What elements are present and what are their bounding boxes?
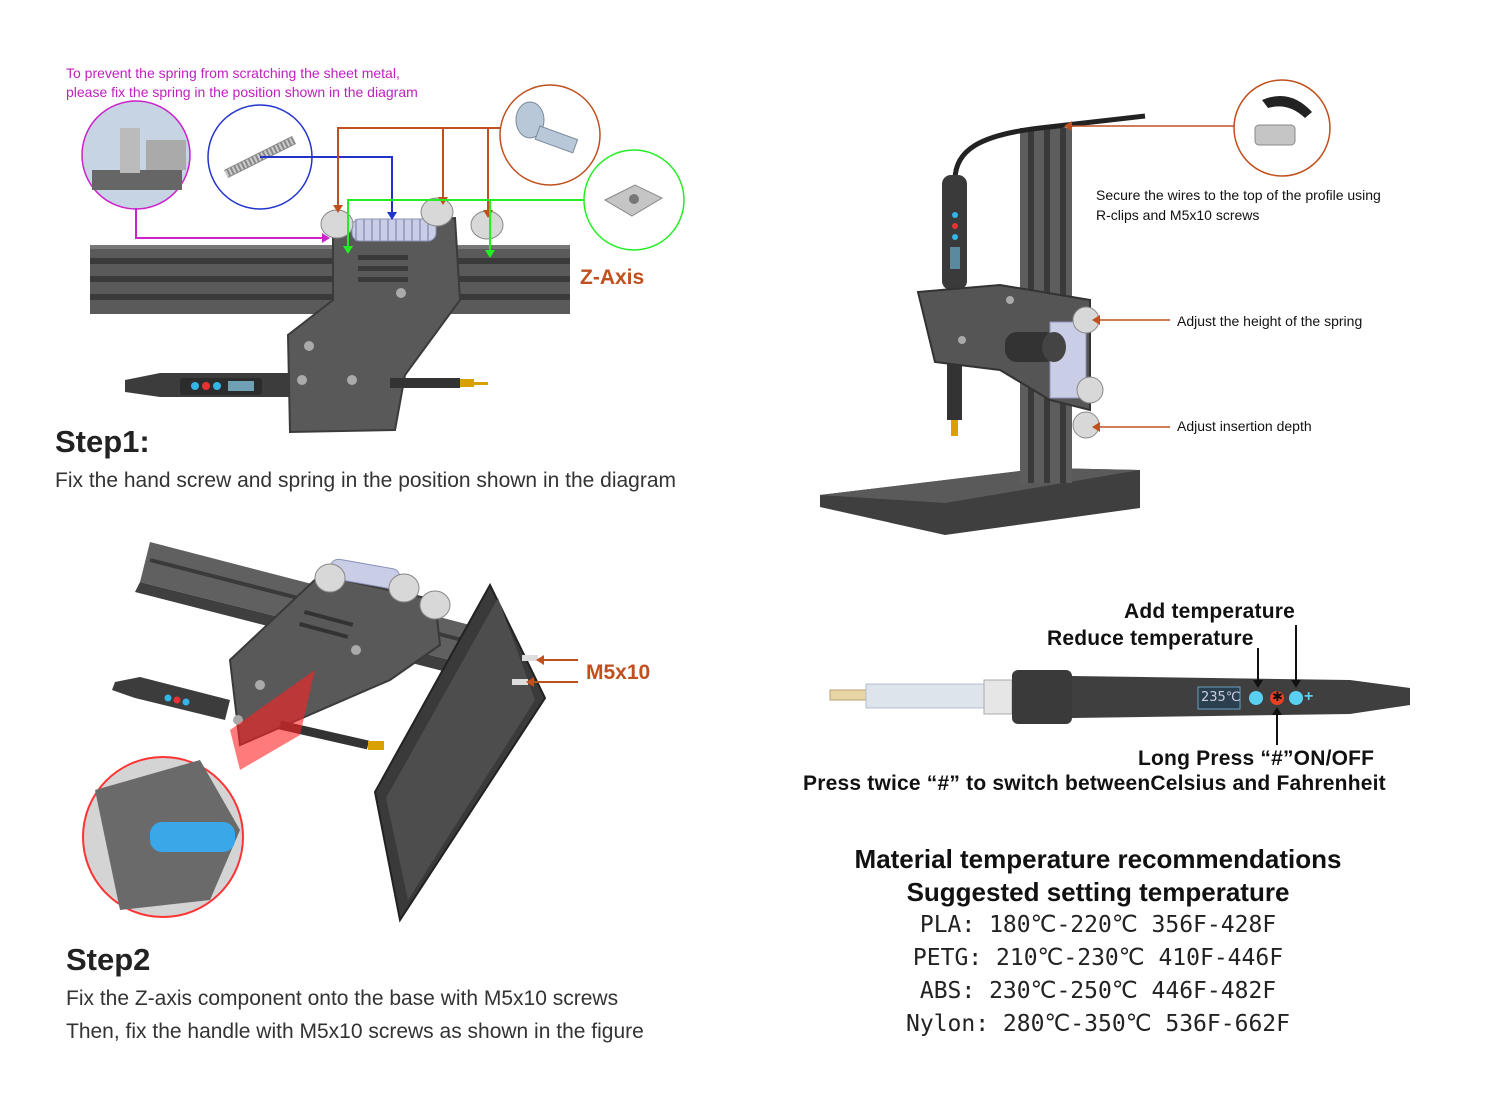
wires-callout-line2: R-clips and M5x10 screws — [1096, 207, 1260, 223]
z-axis-plate — [286, 216, 462, 434]
wires-callout-line1: Secure the wires to the top of the profi… — [1096, 187, 1381, 203]
r-clip-part-circle — [1233, 79, 1331, 177]
stand-base — [820, 468, 1140, 535]
base-plate — [373, 582, 547, 923]
reduce-temperature-label: Reduce temperature — [1047, 627, 1254, 650]
temperature-row-pla: PLA: 180℃-220℃ 356F-428F — [919, 912, 1277, 938]
temperature-row-nylon: Nylon: 280℃-350℃ 536F-662F — [906, 1011, 1290, 1037]
long-press-label: Long Press “#”ON/OFF — [1138, 747, 1375, 770]
plus-icon: + — [1304, 688, 1314, 705]
handle-tip — [829, 679, 1013, 715]
spring-note-line1: To prevent the spring from scratching th… — [66, 65, 400, 81]
step1-arrows — [135, 127, 584, 258]
handle-body — [1012, 670, 1410, 724]
step1-text: Fix the hand screw and spring in the pos… — [55, 469, 677, 492]
spring-closeup-circle — [81, 100, 191, 210]
hand-screws — [320, 197, 504, 240]
wires-callout: Secure the wires to the top of the profi… — [1096, 185, 1381, 225]
temperature-row-petg: PETG: 210℃-230℃ 410F-446F — [912, 945, 1284, 971]
spring-height-callout: Adjust the height of the spring — [1177, 313, 1363, 329]
red-focus-beam — [230, 670, 315, 770]
step1-diagram — [81, 84, 685, 434]
wire — [952, 113, 1146, 181]
step2-diagram — [82, 542, 578, 923]
t-nut-part-circle — [583, 149, 685, 251]
handle-display: 235℃ — [1201, 690, 1241, 705]
temperature-heading: Material temperature recommendations — [854, 844, 1342, 874]
m5x10-label: M5x10 — [586, 661, 651, 684]
step2-text-line2: Then, fix the handle with M5x10 screws a… — [66, 1020, 644, 1043]
hand-screw-part-circle — [499, 84, 601, 186]
step2-text-line1: Fix the Z-axis component onto the base w… — [66, 987, 619, 1010]
handle-closeup-circle — [82, 756, 244, 918]
hash-button-icon: ✱ — [1272, 689, 1283, 704]
step2-title: Step2 — [66, 942, 151, 977]
step1-title: Step1: — [55, 424, 150, 459]
press-twice-label: Press twice “#” to switch betweenCelsius… — [803, 772, 1386, 795]
stand-pen — [942, 175, 967, 436]
add-temperature-label: Add temperature — [1124, 600, 1296, 623]
temperature-row-abs: ABS: 230℃-250℃ 446F-482F — [919, 978, 1277, 1004]
handle-diagram — [829, 625, 1410, 745]
handle-arrows — [1253, 625, 1301, 745]
spring-note-line2: please fix the spring in the position sh… — [66, 84, 418, 100]
insertion-depth-callout: Adjust insertion depth — [1177, 418, 1312, 434]
temperature-subheading: Suggested setting temperature — [906, 877, 1290, 907]
stand-diagram — [820, 79, 1331, 535]
z-axis-label: Z-Axis — [580, 266, 645, 289]
stand-arrows — [1064, 121, 1234, 432]
handle-buttons — [1249, 691, 1303, 705]
spring-note: To prevent the spring from scratching th… — [66, 64, 418, 102]
step2-arrows — [526, 655, 578, 687]
spring — [351, 218, 437, 242]
soldering-pen — [125, 373, 488, 397]
stand-carriage — [916, 283, 1104, 439]
